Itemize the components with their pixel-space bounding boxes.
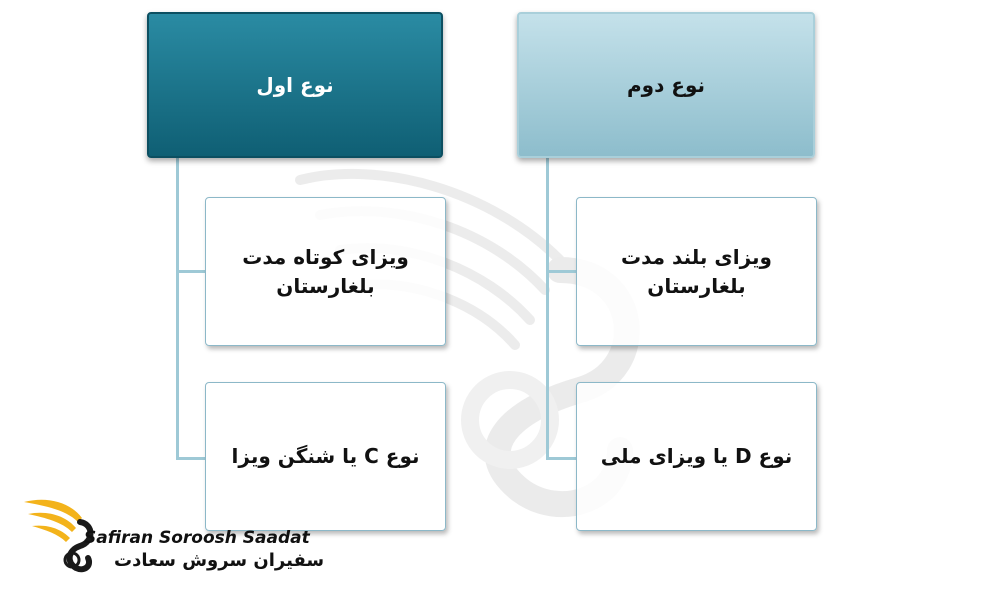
type-2-item-2-box: نوع D یا ویزای ملی <box>576 382 817 531</box>
connector-1-branch-b <box>176 457 206 460</box>
type-1-item-1-box: ویزای کوتاه مدت بلغارستان <box>205 197 446 346</box>
connector-2-vertical <box>546 158 549 460</box>
type-2-title: نوع دوم <box>626 73 706 97</box>
type-1-header: نوع اول <box>147 12 443 158</box>
phoenix-wing-icon <box>24 499 94 573</box>
logo-name-fa: سفیران سروش سعادت <box>114 550 325 571</box>
connector-2-branch-a <box>546 270 576 273</box>
type-1-item-1-text: ویزای کوتاه مدت بلغارستان <box>242 244 409 298</box>
type-2-item-2-text: نوع D یا ویزای ملی <box>600 444 793 468</box>
company-logo: Safiran Soroosh Saadat سفیران سروش سعادت <box>22 492 324 582</box>
connector-1-vertical <box>176 158 179 460</box>
type-2-item-1-box: ویزای بلند مدت بلغارستان <box>576 197 817 346</box>
logo-name-en: Safiran Soroosh Saadat <box>84 528 310 548</box>
type-1-item-2-text: نوع C یا شنگن ویزا <box>231 444 420 468</box>
type-1-title: نوع اول <box>256 73 334 97</box>
connector-1-branch-a <box>176 270 206 273</box>
type-2-item-1-text: ویزای بلند مدت بلغارستان <box>621 244 772 298</box>
type-1-item-2-box: نوع C یا شنگن ویزا <box>205 382 446 531</box>
connector-2-branch-b <box>546 457 576 460</box>
type-2-header: نوع دوم <box>517 12 815 158</box>
